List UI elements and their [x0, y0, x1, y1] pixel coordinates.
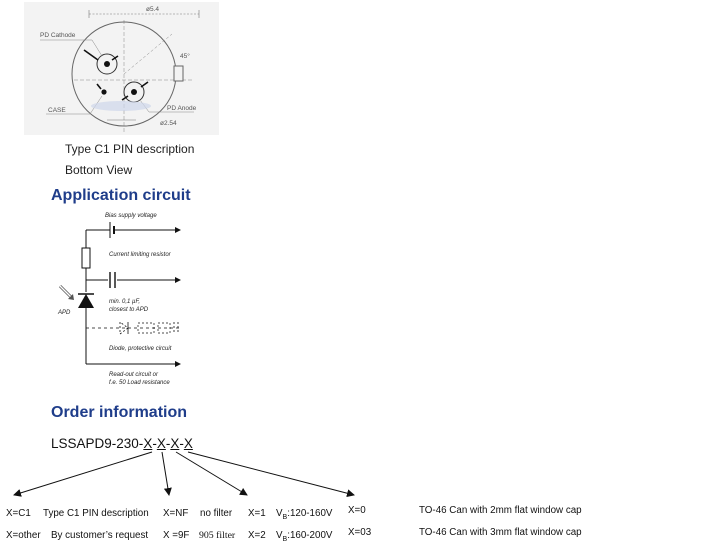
diagram-background	[24, 2, 219, 135]
angle-label: 45°	[180, 52, 190, 60]
bias-label: Bias supply voltage	[105, 213, 157, 219]
pd-anode-label: PD Anode	[167, 105, 197, 112]
row2-c4-desc: TO-46 Can with 3mm flat window cap	[419, 527, 582, 538]
arrow-field-1	[13, 451, 153, 497]
row2-c3-value: VB:160-200V	[276, 530, 333, 543]
row2-c2-code: X =9F	[163, 530, 190, 541]
row1-c1-desc: Type C1 PIN description	[43, 508, 149, 519]
pin-case	[101, 89, 107, 95]
part-prefix: LSSAPD9-230-	[51, 436, 144, 451]
capacitor-label-2: closest to APD	[109, 307, 149, 313]
row2-c3-code: X=2	[248, 530, 266, 541]
row1-c4-code: X=0	[348, 505, 366, 516]
part-field-3: X	[170, 436, 180, 451]
row1-c4-desc: TO-46 Can with 2mm flat window cap	[419, 505, 582, 516]
resistor-label: Current limiting resistor	[109, 252, 172, 258]
apd-label: APD	[57, 310, 71, 316]
row2-c1-code: X=other	[6, 530, 41, 541]
application-circuit-schematic: Bias supply voltage Current limiting res…	[57, 213, 181, 386]
row2-c4-code: X=03	[348, 527, 372, 538]
part-sep-3: -	[179, 436, 184, 451]
arrow-field-3	[175, 451, 248, 496]
row1-c3-value: VB:120-160V	[276, 508, 333, 521]
pin-cathode	[96, 53, 118, 75]
apd-diode-symbol	[78, 294, 94, 308]
order-arrows	[13, 451, 355, 498]
arrow-field-4	[187, 451, 355, 498]
pd-cathode-label: PD Cathode	[40, 32, 76, 39]
row2-c2-desc: 905 filter	[199, 530, 236, 541]
diameter-outer-label: ø5.4	[146, 6, 159, 13]
capacitor-label-1: min. 0,1 µF,	[109, 299, 140, 305]
part-field-2: X	[156, 436, 166, 451]
pitch-label: ø2.54	[160, 120, 177, 127]
row2-c1-desc: By customer’s request	[51, 530, 149, 541]
part-number: LSSAPD9-230-X-X-X-X	[51, 436, 193, 451]
order-information-heading: Order information	[51, 404, 188, 421]
readout-label-1: Read-out circuit or	[109, 372, 159, 378]
pin-caption-line2: Bottom View	[65, 163, 133, 177]
resistor	[81, 247, 91, 269]
row1-c2-code: X=NF	[163, 508, 189, 519]
application-circuit-heading: Application circuit	[51, 187, 191, 204]
part-field-4: X	[183, 436, 193, 451]
diode-label: Diode, protective circuit	[109, 346, 172, 352]
part-sep-2: -	[165, 436, 171, 451]
row1-c1-code: X=C1	[6, 508, 31, 519]
pin-caption-line1: Type C1 PIN description	[65, 142, 195, 156]
case-label: CASE	[48, 107, 66, 114]
pin-diagram: ø5.4 45° PD Cathode CASE PD Anode ø2.54	[24, 2, 219, 135]
part-field-1: X	[143, 436, 153, 451]
readout-label-2: f.e. 50 Load resistance	[109, 380, 170, 386]
watermark	[91, 101, 151, 111]
arrow-field-2	[161, 451, 172, 496]
row1-c2-desc: no filter	[200, 508, 233, 519]
tab	[173, 65, 184, 82]
part-sep-1: -	[152, 436, 157, 451]
row1-c3-code: X=1	[248, 508, 266, 519]
